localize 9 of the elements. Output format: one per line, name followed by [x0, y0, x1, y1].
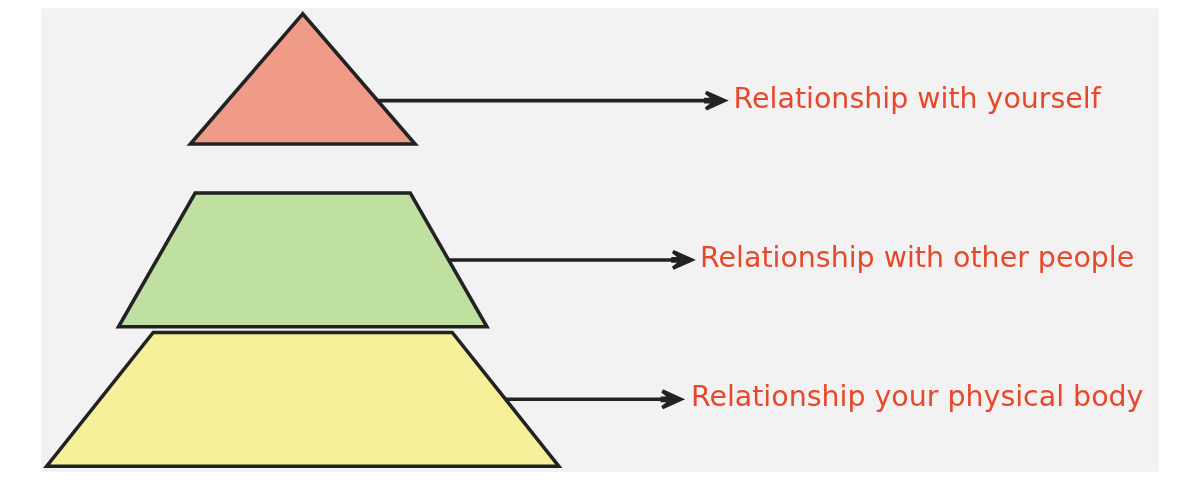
node-triangle	[186, 11, 419, 146]
arrow	[505, 389, 683, 410]
node-text: Relationship your physical body	[690, 380, 1144, 414]
node-text: Relationship with other people	[700, 241, 1135, 275]
node-text: Relationship with yourself	[733, 81, 1101, 115]
node-trapezoid	[115, 191, 490, 329]
arrow	[448, 249, 694, 270]
arrow	[377, 90, 727, 111]
node-trapezoid	[43, 330, 563, 468]
